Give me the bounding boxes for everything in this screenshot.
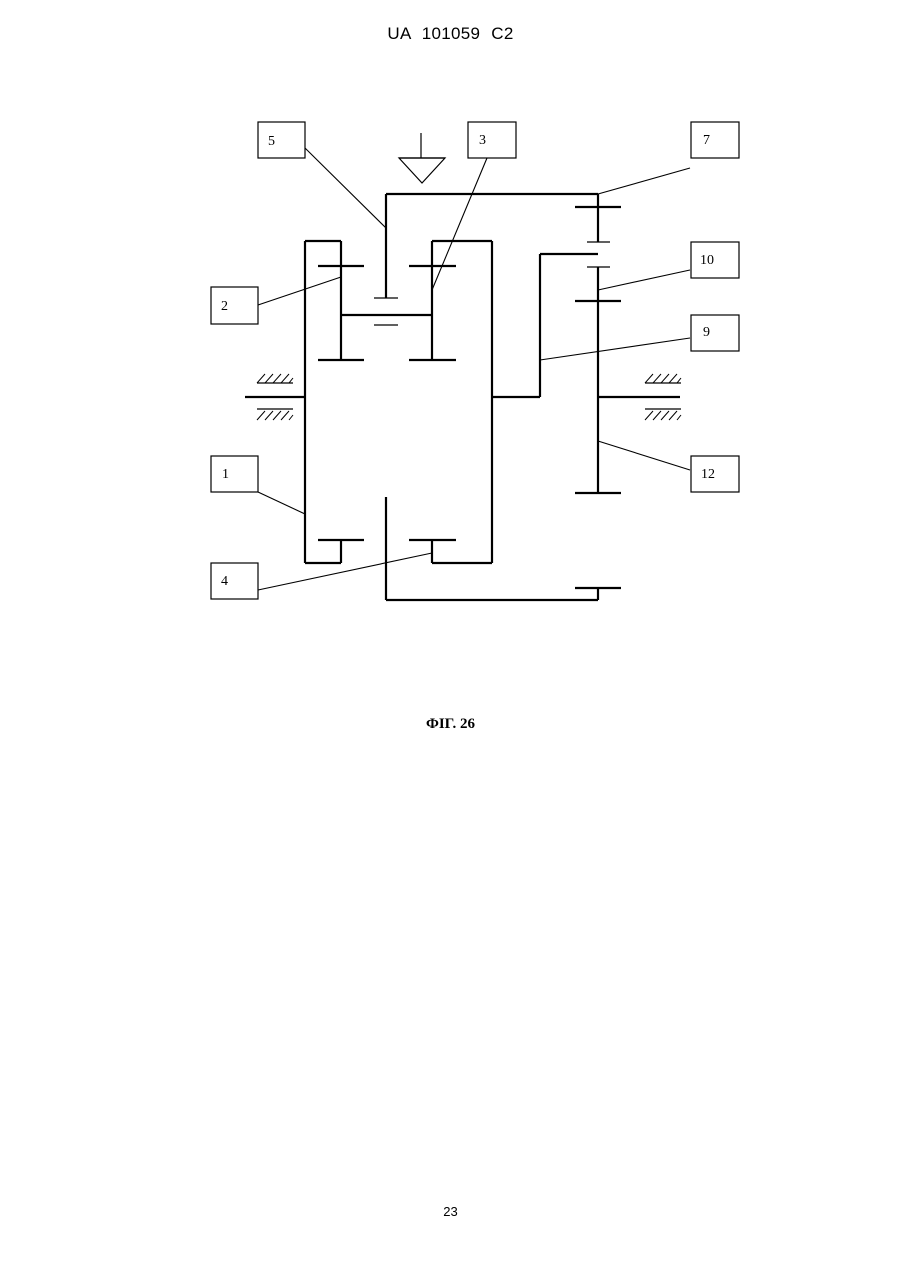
callout-label-9: 9 [703,325,710,340]
callout-label-12: 12 [701,467,715,482]
callout-label-3: 3 [479,133,486,148]
callout-label-4: 5 [268,134,275,149]
callout-label-7: 7 [703,133,710,148]
leader-lines [258,148,690,590]
callout-label-1: 1 [222,467,229,482]
callout-label-2: 2 [221,299,228,314]
left-ground-support [245,374,305,420]
figure-caption: ФІГ. 26 [0,716,901,733]
right-shaft [575,194,680,493]
left-frame [305,241,432,563]
right-frame [409,241,598,563]
input-arrow [399,133,445,183]
callout-label-5: 4 [221,574,228,589]
page-number: 23 [0,1204,901,1219]
callout-label-10: 10 [700,253,714,268]
